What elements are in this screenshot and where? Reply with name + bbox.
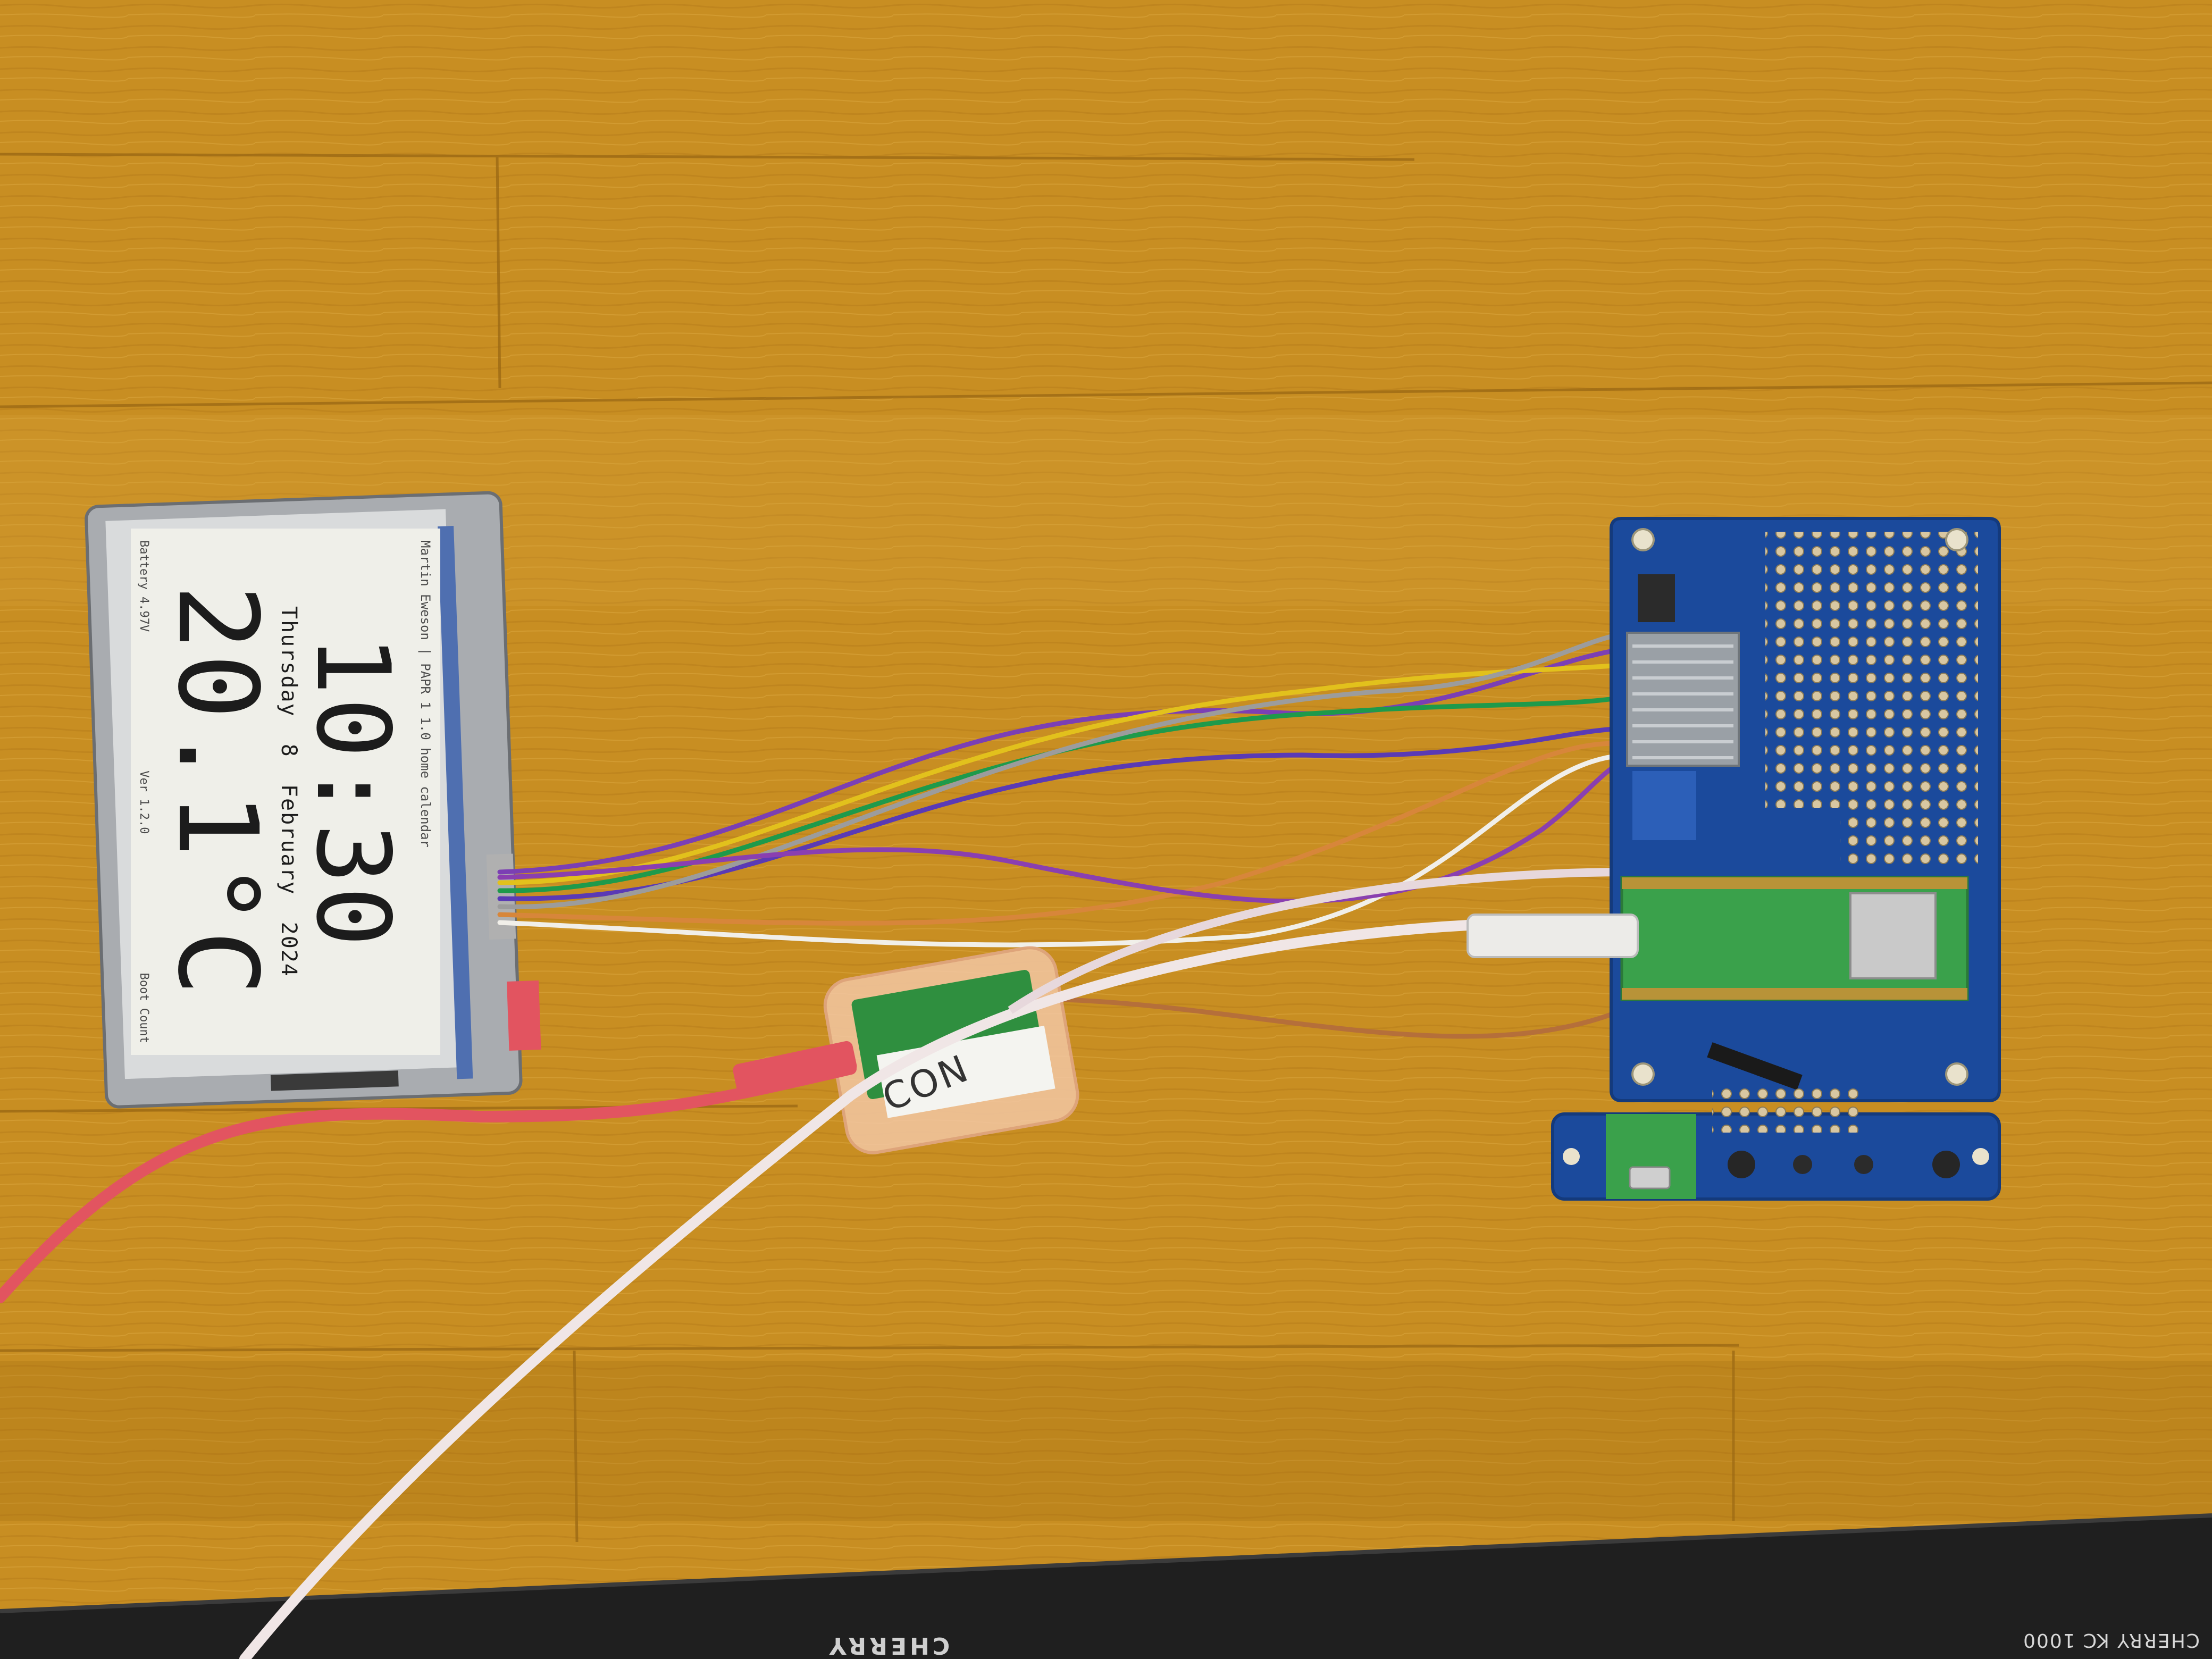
epaper-time: 10:30 <box>294 634 412 949</box>
epaper-flex-connector <box>270 1070 399 1091</box>
epaper-red-tab <box>507 980 541 1051</box>
keyboard-model-label: CHERRY KC 1000 <box>2022 1629 2200 1651</box>
epaper-temperature: 20.1°C <box>154 584 281 1000</box>
keyboard-brand: CHERRY <box>826 1632 950 1659</box>
wood-shadow-band <box>0 1361 2212 1521</box>
epaper-side-strip <box>438 525 473 1079</box>
epaper-battery: Battery 4.97V <box>137 540 150 632</box>
pico-shield <box>1849 892 1937 979</box>
epaper-screen: Martin Eweson | PAPR 1 1.0 home calendar… <box>131 529 440 1055</box>
epaper-version: Ver 1.2.0 <box>137 770 150 834</box>
epaper-screen-content: Martin Eweson | PAPR 1 1.0 home calendar… <box>131 529 440 1055</box>
red-usb-plug <box>733 1041 857 1095</box>
keyboard-edge <box>0 1513 2212 1613</box>
epaper-boot-count: Boot Count <box>137 973 150 1043</box>
blue-hat-board <box>1467 517 2001 1102</box>
pin-header <box>1626 632 1740 767</box>
red-usb-cable <box>0 1063 857 1303</box>
button-board <box>1551 1085 2001 1201</box>
epaper-footer: Battery 4.97V Ver 1.2.0 Boot Count <box>137 540 150 1043</box>
usb-plug-white <box>1467 914 1639 958</box>
keyboard-body <box>0 1515 2212 1659</box>
proto-area-right <box>1840 808 1978 867</box>
epaper-header: Martin Eweson | PAPR 1 1.0 home calendar <box>418 540 433 848</box>
proto-area <box>1765 532 1978 808</box>
